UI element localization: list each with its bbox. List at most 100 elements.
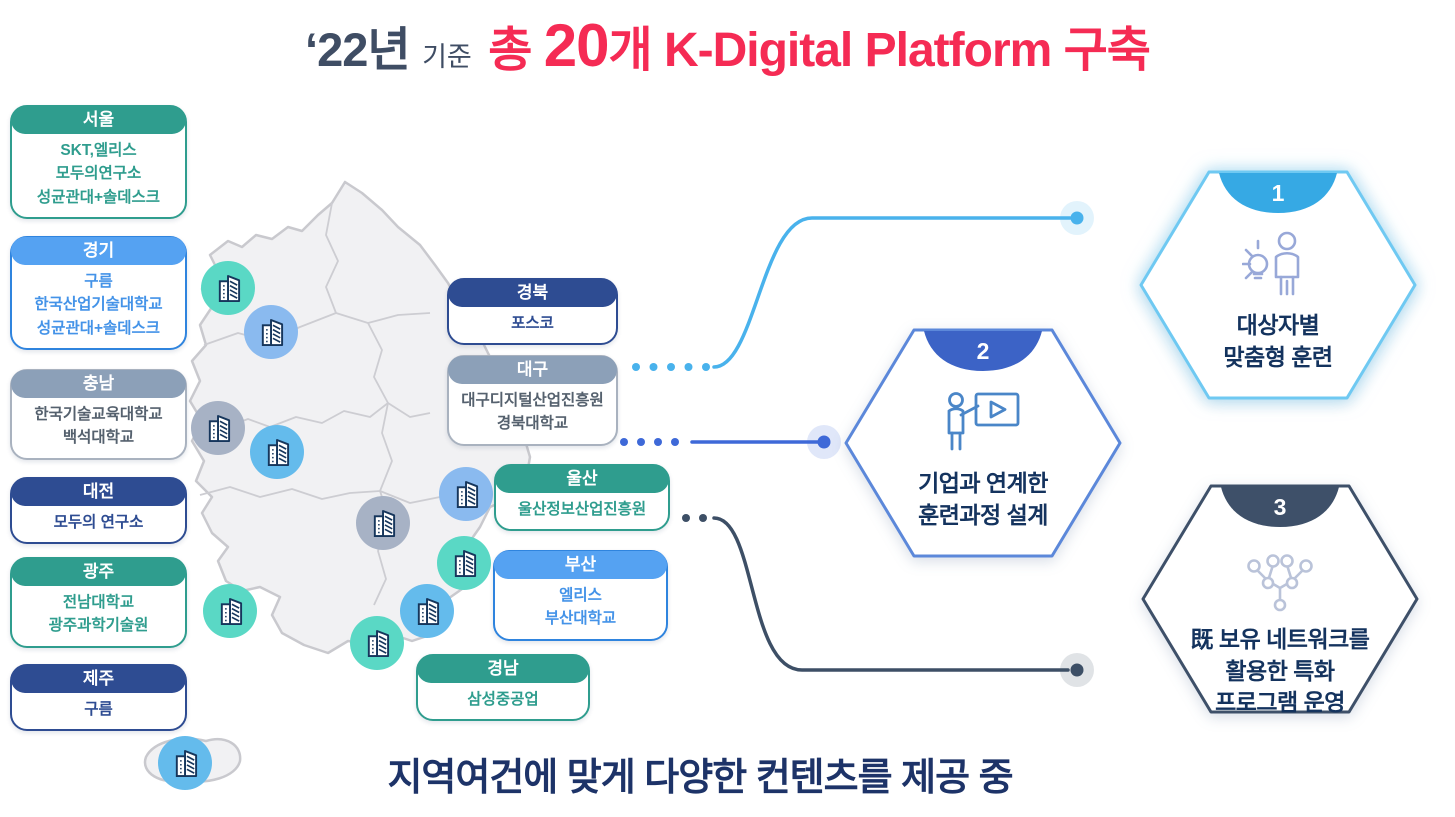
region-card-gyeongnam: 경남 삼성중공업 [416,654,590,722]
title-red-suffix: 개 K-Digital Platform 구축 [608,24,1151,77]
feature-number: 2 [977,338,990,364]
region-card-gyeongbuk: 경북 포스코 [447,278,618,346]
platform-marker [201,261,255,315]
region-item: 구름 [84,701,113,718]
region-items: 삼성중공업 [418,683,588,719]
region-name: 부산 [494,551,667,579]
region-card-jeju: 제주 구름 [10,664,187,732]
region-name: 제주 [11,665,186,693]
hexagon-shape [1139,170,1417,400]
platform-marker [437,536,491,590]
building-icon [456,480,478,508]
building-icon [417,597,439,625]
platform-marker [158,736,212,790]
region-item: 전남대학교 [62,594,135,611]
region-name: 광주 [11,558,186,586]
building-icon [218,274,240,302]
region-card-ulsan: 울산 울산정보산업진흥원 [494,464,670,532]
building-icon [454,549,476,577]
region-item: 한국기술교육대학교 [34,406,163,423]
region-item: 경북대학교 [496,415,569,433]
region-item: 삼성중공업 [467,691,539,708]
region-items: 구름 [12,693,185,729]
hexagon-shape [844,328,1122,558]
footer-normal: 지역여건에 맞게 [387,757,645,799]
platform-marker [400,584,454,638]
region-name: 충남 [11,370,186,398]
region-item: 포스코 [511,315,554,332]
region-item: 성균관대+솔데스크 [36,319,161,337]
region-item: 모두의 연구소 [53,514,144,531]
region-name: 대구 [448,356,617,384]
building-icon [220,597,242,625]
building-icon [208,414,230,442]
region-name: 경북 [448,279,617,307]
number-badge [1221,487,1339,527]
building-icon [367,629,389,657]
feature-number: 3 [1274,494,1287,520]
presenter-icon [947,392,1020,451]
building-icon [373,509,395,537]
region-item: 백석대학교 [62,429,135,447]
region-name: 서울 [11,106,186,134]
platform-marker [350,616,404,670]
number-badge [1219,173,1337,213]
region-item: 광주과학기술원 [48,617,149,635]
region-item: 모두의연구소 [55,165,142,183]
region-items: 모두의 연구소 [12,506,185,542]
region-name: 울산 [495,465,669,493]
title-year: ‘22년 [305,23,411,76]
number-badge [924,331,1042,371]
region-items: 포스코 [449,307,616,343]
page-title: ‘22년 기준 총 20개 K-Digital Platform 구축 [0,10,1455,80]
building-icon [175,749,197,777]
platform-marker [439,467,493,521]
region-name: 대전 [11,478,186,506]
region-item: 엘리스 [559,587,602,604]
idea-person-icon [1242,231,1300,296]
platform-marker [203,584,257,638]
title-basis: 기준 [422,42,472,72]
feature-number: 1 [1272,180,1285,206]
platform-marker [191,401,245,455]
region-item: 부산대학교 [544,610,617,628]
building-icon [267,438,289,466]
region-item: 울산정보산업진흥원 [517,501,647,518]
footer-bold: 다양한 컨텐츠를 제공 중 [644,757,1013,799]
region-name: 경남 [417,655,589,683]
region-item: 대구디지털산업진흥원 [461,392,604,409]
region-items: 울산정보산업진흥원 [496,493,668,529]
region-card-daejeon: 대전 모두의 연구소 [10,477,187,545]
footer-tagline: 지역여건에 맞게 다양한 컨텐츠를 제공 중 [250,746,1150,801]
platform-marker [244,305,298,359]
region-item: SKT,엘리스 [60,142,137,159]
network-icon [1247,554,1313,612]
title-red-number: 20 [543,12,610,79]
region-item: 한국산업기술대학교 [34,296,163,314]
building-icon [261,318,283,346]
region-item: 성균관대+솔데스크 [36,188,161,206]
title-red-prefix: 총 [488,24,544,77]
platform-marker [356,496,410,550]
region-item: 구름 [84,273,113,290]
platform-marker [250,425,304,479]
region-name: 경기 [11,237,186,265]
